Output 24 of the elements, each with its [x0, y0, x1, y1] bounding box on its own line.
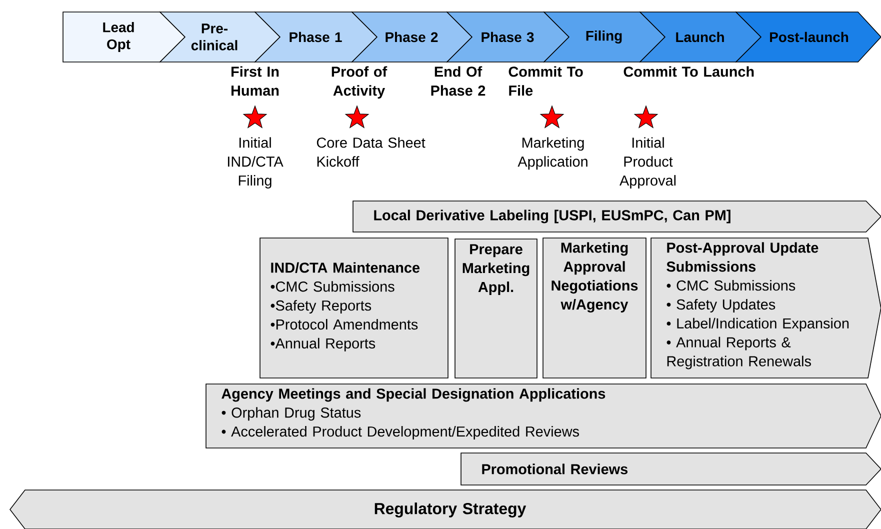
activity-panel: Promotional Reviews	[460, 452, 881, 486]
milestone-label: Proof of Activity	[332, 66, 388, 99]
milestone-label: Commit To Launch	[624, 66, 754, 77]
phase-segment: Phase 3	[446, 12, 570, 62]
phase-segment: Phase 1	[254, 12, 378, 62]
strategy-panel: Regulatory Strategy	[10, 490, 881, 529]
milestone-description: Core Data Sheet Kickoff	[316, 137, 426, 167]
milestone-label: End Of Phase 2	[431, 66, 486, 96]
phase-segment: Pre-clinical	[159, 12, 281, 62]
activity-panel: Agency Meetings and Special Designation Applications • Orphan Drug Status • Accelerated Product Development/Expedited Reviews	[206, 384, 881, 448]
milestone-description: Initial Product Approval	[620, 137, 676, 189]
milestone-label: Commit To File	[508, 66, 583, 96]
activity-box: Marketing Approval Negotiations w/Agency	[542, 238, 646, 378]
milestone-label: First In Human	[232, 66, 279, 96]
phase-segment: Post-launch	[735, 12, 881, 62]
phase-segment: Launch	[639, 12, 762, 62]
activity-panel: Post-Approval Update Submissions • CMC Submissions • Safety Updates • Label/Indication Expansion • Annual Reports & Registration Renewals	[650, 238, 881, 378]
activity-box: Prepare Marketing Appl.	[454, 238, 538, 378]
phase-segment: Phase 2	[351, 12, 473, 62]
activity-panel: Local Derivative Labeling [USPI, EUSmPC, Can PM]	[352, 200, 881, 232]
activity-box: IND/CTA Maintenance •CMC Submissions •Safety Reports •Protocol Amendments •Annual Reports	[260, 238, 448, 378]
milestone-description: Marketing Application	[518, 137, 588, 170]
milestone-description: Initial IND/CTA Filing	[228, 137, 284, 189]
phase-segment: Filing	[543, 12, 666, 62]
